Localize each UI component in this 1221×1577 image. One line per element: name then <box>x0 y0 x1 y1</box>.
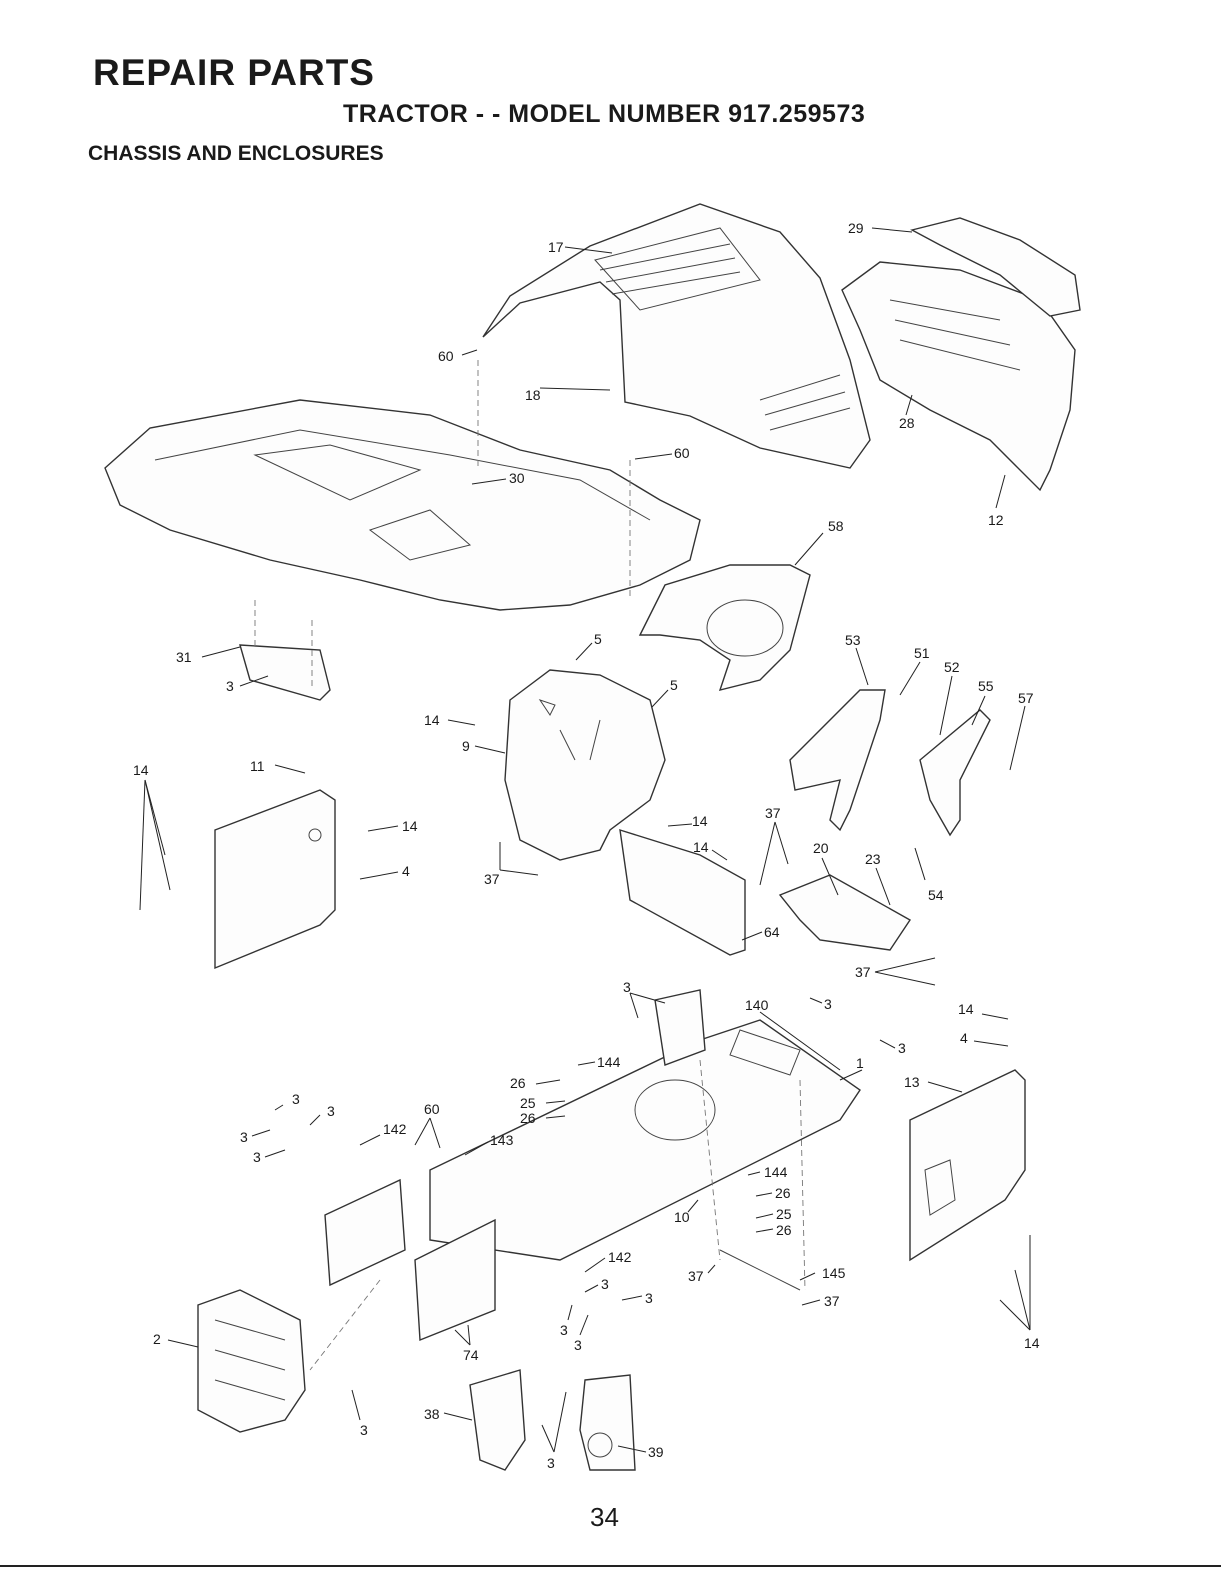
callout-label: 37 <box>688 1268 704 1284</box>
callout-label: 37 <box>855 964 871 980</box>
rod-145-part <box>720 1250 800 1290</box>
callout-label: 144 <box>597 1054 621 1070</box>
callout-label: 142 <box>383 1121 407 1137</box>
callout-label: 140 <box>745 997 769 1013</box>
page-number: 34 <box>590 1502 619 1533</box>
callout-label: 23 <box>865 851 881 867</box>
bracket-39-part <box>580 1375 635 1470</box>
panel-part <box>640 565 810 690</box>
callout-label: 26 <box>776 1222 792 1238</box>
callout-label: 53 <box>845 632 861 648</box>
callout-label: 37 <box>824 1293 840 1309</box>
callout-label: 3 <box>824 996 832 1012</box>
callout-label: 51 <box>914 645 930 661</box>
plate-20-part <box>780 875 910 950</box>
callout-label: 3 <box>226 678 234 694</box>
callout-label: 20 <box>813 840 829 856</box>
callout-label: 3 <box>360 1422 368 1438</box>
callout-label: 144 <box>764 1164 788 1180</box>
callout-label: 3 <box>601 1276 609 1292</box>
callout-label: 3 <box>898 1040 906 1056</box>
callout-label: 26 <box>510 1075 526 1091</box>
callout-label: 3 <box>560 1322 568 1338</box>
support-64-part <box>620 830 745 955</box>
callout-label: 60 <box>424 1101 440 1117</box>
callout-label: 3 <box>623 979 631 995</box>
callout-label: 1 <box>856 1055 864 1071</box>
callout-label: 38 <box>424 1406 440 1422</box>
callout-label: 29 <box>848 220 864 236</box>
callout-label: 26 <box>520 1110 536 1126</box>
callout-label: 25 <box>776 1206 792 1222</box>
bracket-53-part <box>790 690 885 830</box>
callout-label: 13 <box>904 1074 920 1090</box>
callout-label: 3 <box>547 1455 555 1471</box>
callout-label: 10 <box>674 1209 690 1225</box>
callout-label: 37 <box>765 805 781 821</box>
callout-label: 145 <box>822 1265 846 1281</box>
callout-label: 54 <box>928 887 944 903</box>
callout-label: 17 <box>548 239 564 255</box>
fender-part <box>105 400 700 610</box>
callout-label: 3 <box>240 1129 248 1145</box>
callout-label: 142 <box>608 1249 632 1265</box>
callout-label: 5 <box>594 631 602 647</box>
callout-label: 39 <box>648 1444 664 1460</box>
callout-label: 14 <box>692 813 708 829</box>
callout-label: 26 <box>775 1185 791 1201</box>
callout-label: 18 <box>525 387 541 403</box>
right-side-panel-part <box>910 1070 1025 1260</box>
callout-label: 143 <box>490 1132 514 1148</box>
callout-label: 4 <box>402 863 410 879</box>
bracket-31-part <box>240 645 330 700</box>
bottom-rule <box>0 1565 1221 1567</box>
callout-label: 28 <box>899 415 915 431</box>
left-side-panel-part <box>215 790 335 968</box>
callout-label: 14 <box>402 818 418 834</box>
callout-label: 14 <box>1024 1335 1040 1351</box>
callout-label: 14 <box>133 762 149 778</box>
callout-label: 25 <box>520 1095 536 1111</box>
callout-label: 37 <box>484 871 500 887</box>
callout-label: 4 <box>960 1030 968 1046</box>
callout-label: 5 <box>670 677 678 693</box>
callout-label: 57 <box>1018 690 1034 706</box>
bracket-55-part <box>920 710 990 835</box>
callout-label: 3 <box>645 1290 653 1306</box>
callout-label: 14 <box>958 1001 974 1017</box>
callout-label: 58 <box>828 518 844 534</box>
callout-label: 12 <box>988 512 1004 528</box>
callout-label: 3 <box>292 1091 300 1107</box>
callout-label: 11 <box>250 758 265 774</box>
callout-label: 14 <box>693 839 709 855</box>
callout-label: 60 <box>438 348 454 364</box>
callout-label: 31 <box>176 649 192 665</box>
dash-panel-part <box>505 670 665 860</box>
callout-label: 9 <box>462 738 470 754</box>
callout-label: 3 <box>253 1149 261 1165</box>
callout-label: 52 <box>944 659 960 675</box>
callout-label: 55 <box>978 678 994 694</box>
hood-part <box>483 204 870 468</box>
callout-label: 3 <box>327 1103 335 1119</box>
bracket-38-part <box>470 1370 525 1470</box>
callout-label: 3 <box>574 1337 582 1353</box>
callout-label: 64 <box>764 924 780 940</box>
callout-label: 60 <box>674 445 690 461</box>
callout-label: 14 <box>424 712 440 728</box>
callout-label: 2 <box>153 1331 161 1347</box>
front-plate-part <box>198 1290 305 1432</box>
callout-label: 74 <box>463 1347 479 1363</box>
callout-label: 30 <box>509 470 525 486</box>
